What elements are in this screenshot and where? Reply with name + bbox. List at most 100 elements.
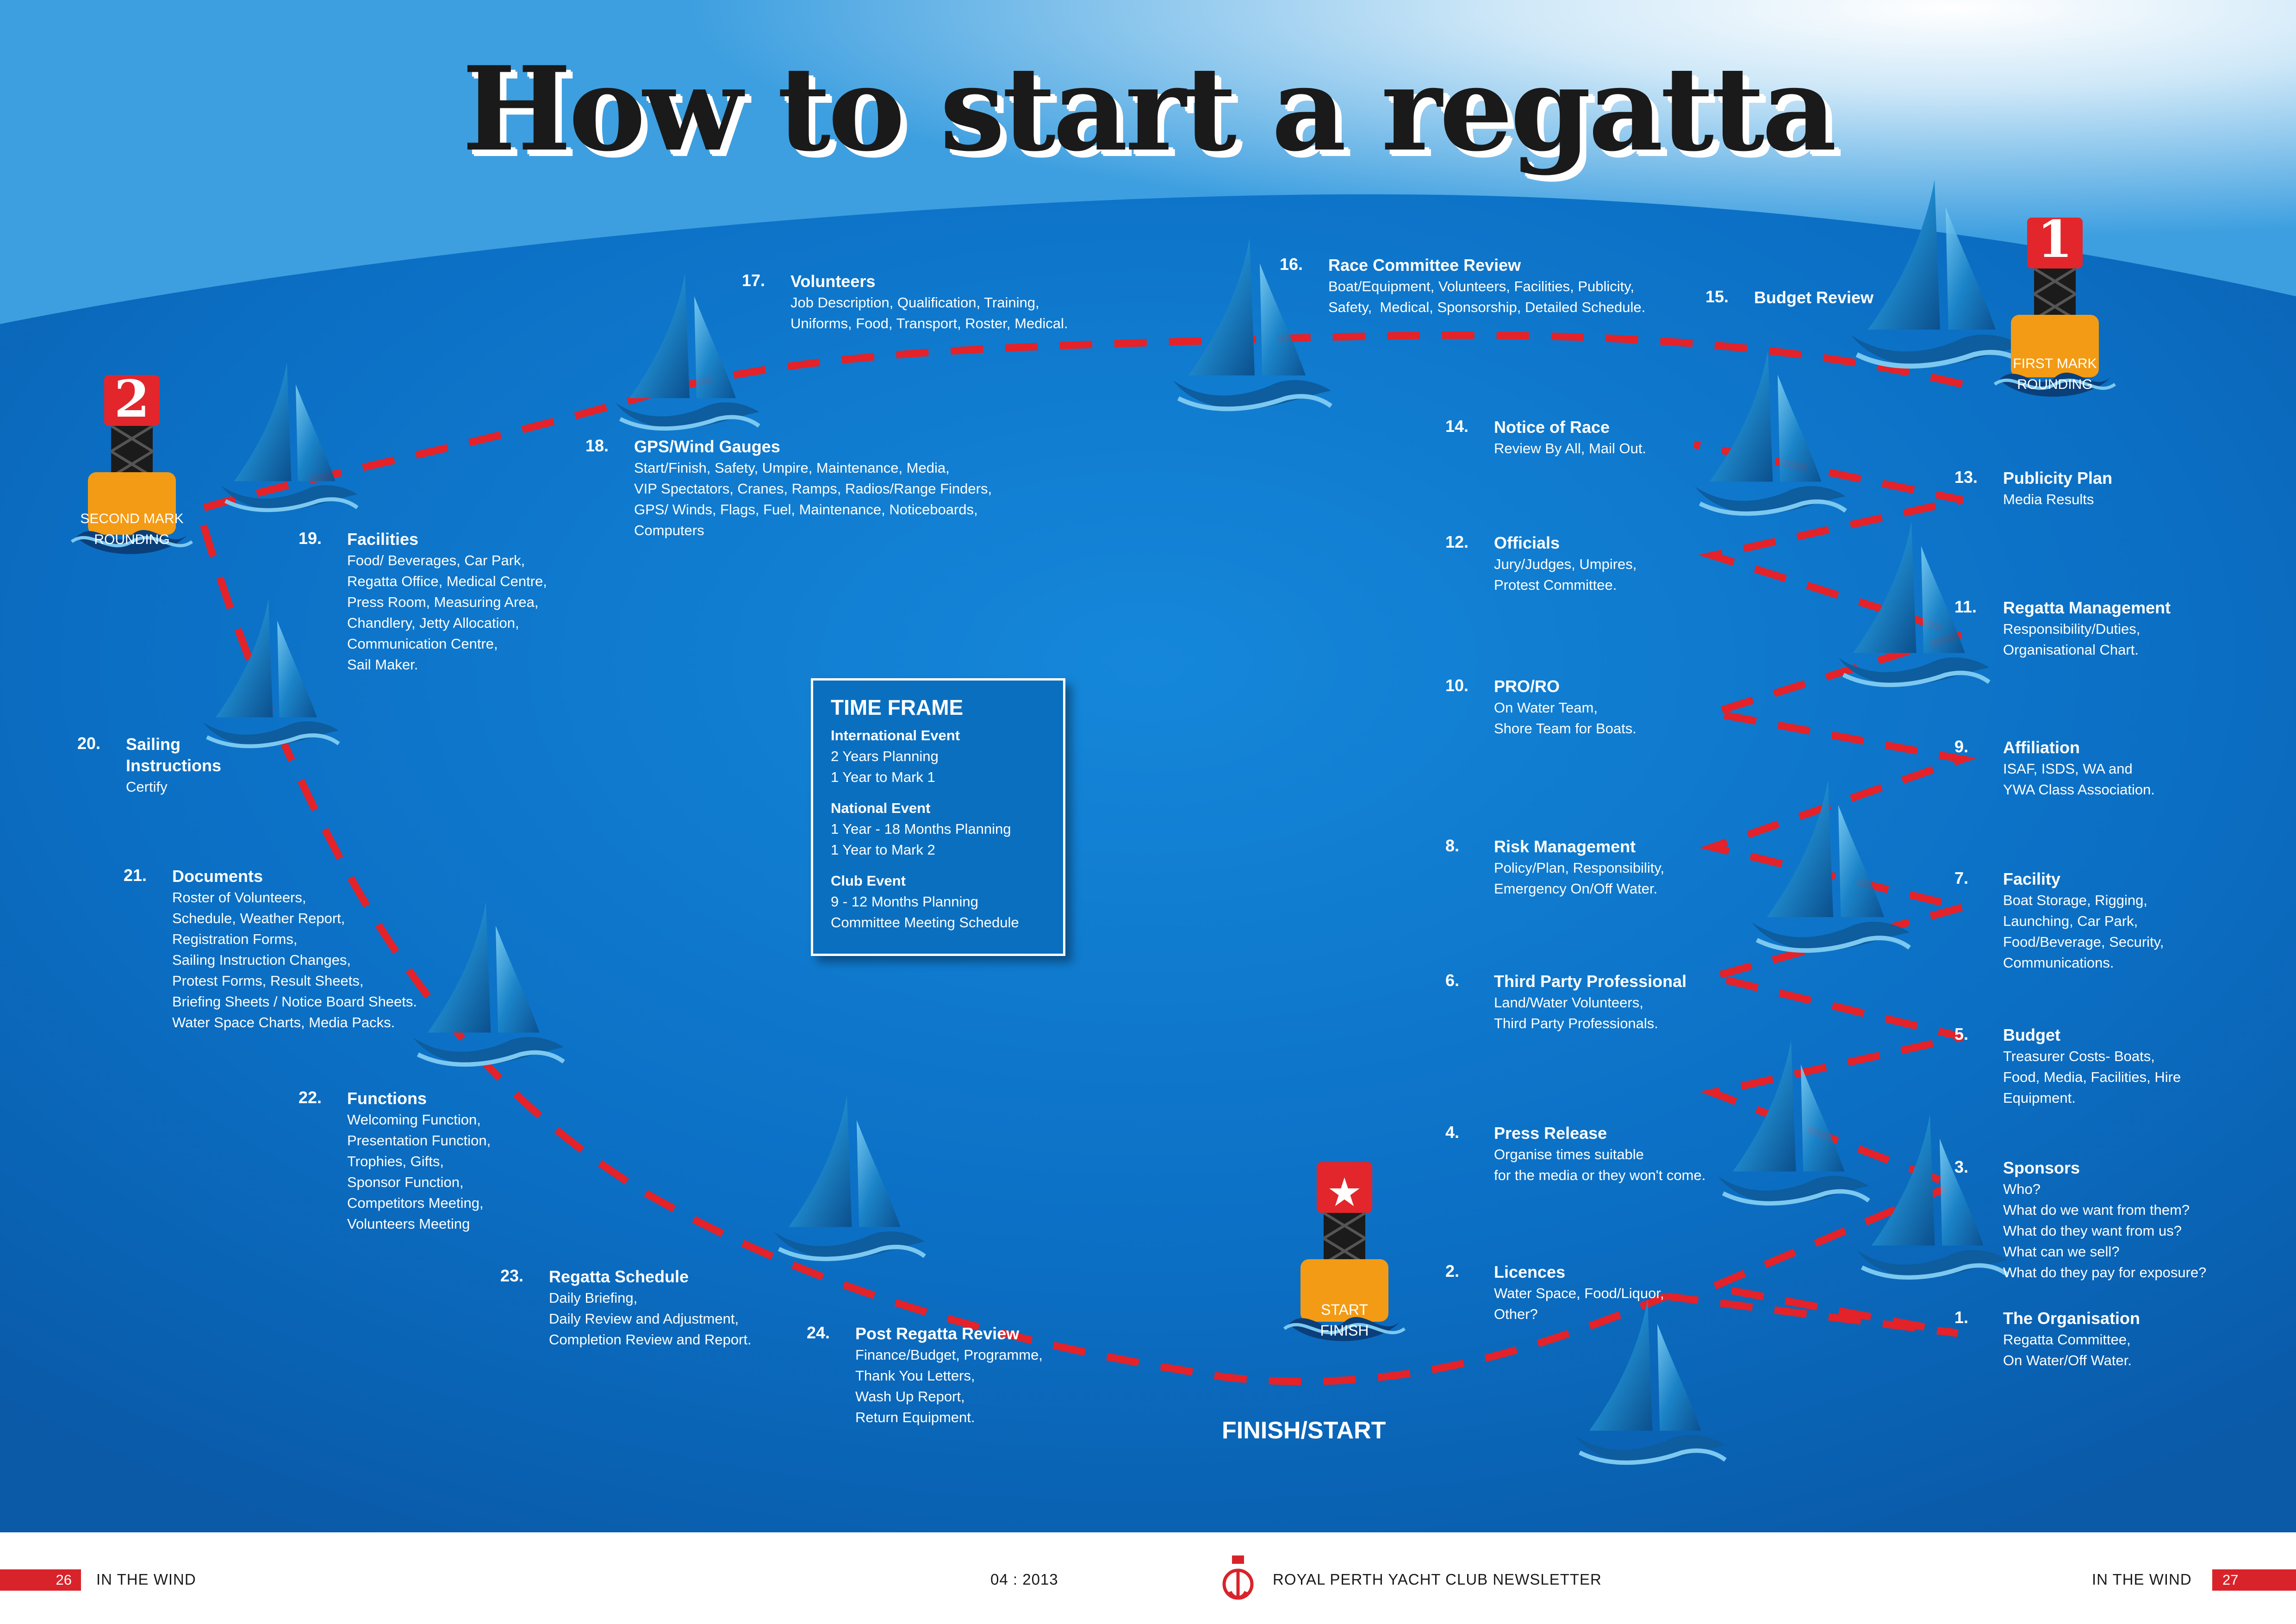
step-number: 18. (585, 436, 609, 455)
step-description: Welcoming Function, Presentation Functio… (347, 1112, 491, 1232)
step-description: On Water Team, Shore Team for Boats. (1494, 700, 1636, 737)
start-finish-buoy: ★ START FINISH (1284, 1162, 1405, 1341)
group-heading: Club Event (831, 873, 906, 889)
step-description: Treasurer Costs- Boats, Food, Media, Fac… (2003, 1048, 2181, 1106)
step-number: 12. (1445, 532, 1469, 551)
step-description: Start/Finish, Safety, Umpire, Maintenanc… (634, 460, 992, 538)
step-heading: GPS/Wind Gauges (634, 437, 780, 456)
step-heading: Regatta Schedule (549, 1267, 689, 1286)
step-heading: Press Release (1494, 1124, 1607, 1143)
step-heading: Officials (1494, 533, 1560, 552)
time-frame-box: TIME FRAME International Event 2 Years P… (811, 678, 1065, 956)
step-description: Certify (126, 779, 168, 795)
step-number: 19. (299, 529, 322, 548)
step-number: 14. (1445, 417, 1469, 436)
star-icon: ★ (1327, 1170, 1362, 1216)
step-description: Water Space, Food/Liquor, Other? (1494, 1285, 1664, 1322)
step-heading: Sailing Instructions (126, 735, 222, 775)
issue-date: 04 : 2013 (990, 1571, 1058, 1588)
step-heading: Licences (1494, 1262, 1566, 1281)
group-line: 1 Year to Mark 2 (831, 842, 935, 858)
step-description: Boat/Equipment, Volunteers, Facilities, … (1328, 278, 1646, 315)
step-heading: Functions (347, 1089, 427, 1108)
step-heading: Sponsors (2003, 1158, 2080, 1177)
step-heading: Notice of Race (1494, 418, 1610, 437)
step-description: Organise times suitable for the media or… (1494, 1146, 1706, 1183)
group-line: 1 Year to Mark 1 (831, 769, 935, 785)
start-label: START (1321, 1301, 1368, 1318)
first-mark-number: 1 (2037, 209, 2073, 269)
step-number: 10. (1445, 676, 1469, 695)
group-heading: International Event (831, 727, 960, 743)
step-heading: Facility (2003, 869, 2061, 888)
step-description: Boat Storage, Rigging, Launching, Car Pa… (2003, 892, 2164, 971)
group-line: 1 Year - 18 Months Planning (831, 821, 1011, 837)
second-mark-buoy: 2 SECOND MARK ROUNDING (72, 369, 192, 554)
step-number: 4. (1445, 1123, 1460, 1142)
step-description: Land/Water Volunteers, Third Party Profe… (1494, 994, 1658, 1031)
newsletter-name: ROYAL PERTH YACHT CLUB NEWSLETTER (1273, 1571, 1602, 1588)
step-number: 5. (1954, 1024, 1969, 1043)
step-description: Media Results (2003, 491, 2094, 507)
step-heading: Documents (172, 867, 263, 886)
step-number: 1. (1954, 1308, 1969, 1327)
step-description: Policy/Plan, Responsibility, Emergency O… (1494, 860, 1665, 897)
time-frame-group: Club Event 9 - 12 Months Planning Commit… (831, 870, 1063, 933)
step-number: 24. (807, 1323, 830, 1342)
step-number: 6. (1445, 971, 1460, 990)
step-heading: Race Committee Review (1328, 256, 1521, 275)
first-mark-label-2: ROUNDING (2017, 377, 2092, 392)
first-mark-buoy: 1 FIRST MARK ROUNDING (1995, 209, 2115, 397)
step-number: 22. (299, 1088, 322, 1107)
step-number: 7. (1954, 868, 1969, 887)
step-description: Who? What do we want from them? What do … (2003, 1181, 2207, 1280)
club-crest-icon (1222, 1555, 1254, 1600)
step-description: Daily Briefing, Daily Review and Adjustm… (549, 1290, 752, 1348)
step-number: 9. (1954, 737, 1969, 756)
second-mark-label-2: ROUNDING (94, 532, 169, 547)
step-number: 13. (1954, 468, 1978, 487)
step-description: Job Description, Qualification, Training… (790, 294, 1068, 331)
page-title: How to start a regatta (462, 41, 1836, 177)
step-heading: The Organisation (2003, 1309, 2140, 1328)
step-description: Roster of Volunteers, Schedule, Weather … (172, 889, 417, 1031)
time-frame-group: National Event 1 Year - 18 Months Planni… (831, 798, 1063, 860)
right-footer-label: IN THE WIND (2092, 1571, 2192, 1588)
step-number: 17. (742, 271, 765, 290)
step-heading: Affiliation (2003, 738, 2080, 757)
step-item: 10. PRO/RO On Water Team, Shore Team for B… (1445, 676, 1636, 739)
step-heading: Budget (2003, 1025, 2060, 1044)
step-number: 2. (1445, 1262, 1460, 1280)
step-heading: Budget Review (1754, 288, 1874, 307)
right-page-number: 27 (2212, 1569, 2296, 1591)
time-frame-title: TIME FRAME (831, 695, 964, 719)
step-item: 15.Budget Review (1705, 287, 1874, 308)
step-description: Food/ Beverages, Car Park, Regatta Offic… (347, 552, 547, 673)
step-number: 11. (1954, 597, 1977, 616)
step-heading: Facilities (347, 530, 419, 549)
step-description: ISAF, ISDS, WA and YWA Class Association… (2003, 761, 2155, 798)
left-footer-label: IN THE WIND (96, 1571, 196, 1588)
finish-label: FINISH (1320, 1322, 1369, 1339)
group-line: 2 Years Planning (831, 748, 939, 764)
time-frame-group: International Event 2 Years Planning 1 Y… (831, 725, 1063, 787)
step-description: Regatta Committee, On Water/Off Water. (2003, 1331, 2132, 1368)
second-mark-number: 2 (114, 369, 150, 429)
step-heading: PRO/RO (1494, 677, 1560, 696)
step-heading: Post Regatta Review (855, 1324, 1020, 1343)
